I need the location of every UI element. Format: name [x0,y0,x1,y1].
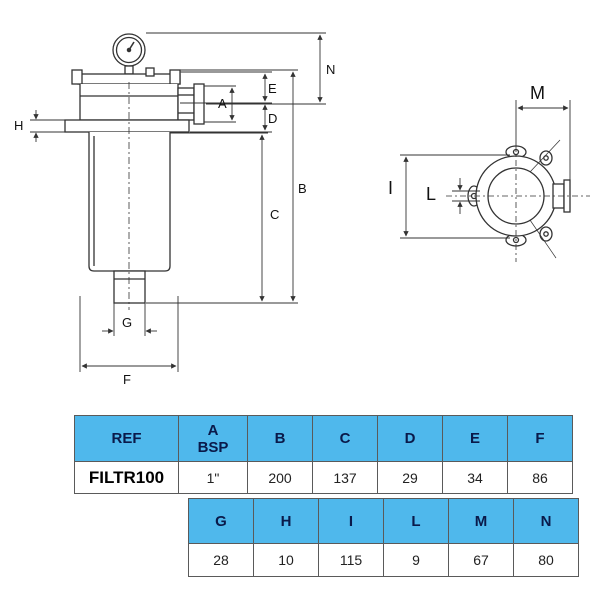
label-a: A [218,96,227,111]
header-n: N [513,498,579,544]
value-h: 10 [253,543,319,577]
value-n: 80 [513,543,579,577]
header-l: L [383,498,449,544]
header-h: H [253,498,319,544]
header-g: G [188,498,254,544]
header-e: E [442,415,508,462]
filter-bowl [88,132,171,272]
top-view [446,139,590,262]
value-g: 28 [188,543,254,577]
front-view [64,33,205,310]
label-h: H [14,118,23,133]
value-i: 115 [318,543,384,577]
label-m: M [530,83,545,103]
label-b: B [298,181,307,196]
header-a-line2: BSP [197,438,229,456]
label-i: I [388,178,393,198]
pressure-gauge-icon [112,33,146,75]
header-a-line1: A [207,421,219,439]
filter-technical-drawing: N E A D H B C G F M I L [14,32,590,387]
header-d: D [377,415,443,462]
header-m: M [448,498,514,544]
label-l: L [426,184,436,204]
label-c: C [270,207,279,222]
value-d: 29 [377,461,443,494]
value-f: 86 [507,461,573,494]
header-i: I [318,498,384,544]
top-dimensions [400,100,571,239]
side-port [177,87,195,121]
value-b: 200 [247,461,313,494]
value-m: 67 [448,543,514,577]
spec-table-bottom: G H I L M N 28 10 115 9 67 80 [188,498,579,577]
value-e: 34 [442,461,508,494]
value-ref: FILTR100 [74,461,179,494]
value-c: 137 [312,461,378,494]
front-dimensions [30,32,326,372]
label-n: N [326,62,335,77]
mounting-flange [64,119,190,133]
header-b: B [247,415,313,462]
label-g: G [122,315,132,330]
label-f: F [123,372,131,387]
label-e: E [268,81,277,96]
value-a: 1" [178,461,248,494]
header-a-bsp: A BSP [178,415,248,462]
drain-outlet [113,270,146,304]
header-f: F [507,415,573,462]
header-c: C [312,415,378,462]
label-d: D [268,111,277,126]
header-ref: REF [74,415,179,462]
value-l: 9 [383,543,449,577]
spec-table-top: REF A BSP B C D E F FILTR100 1" 200 137 … [74,415,573,494]
